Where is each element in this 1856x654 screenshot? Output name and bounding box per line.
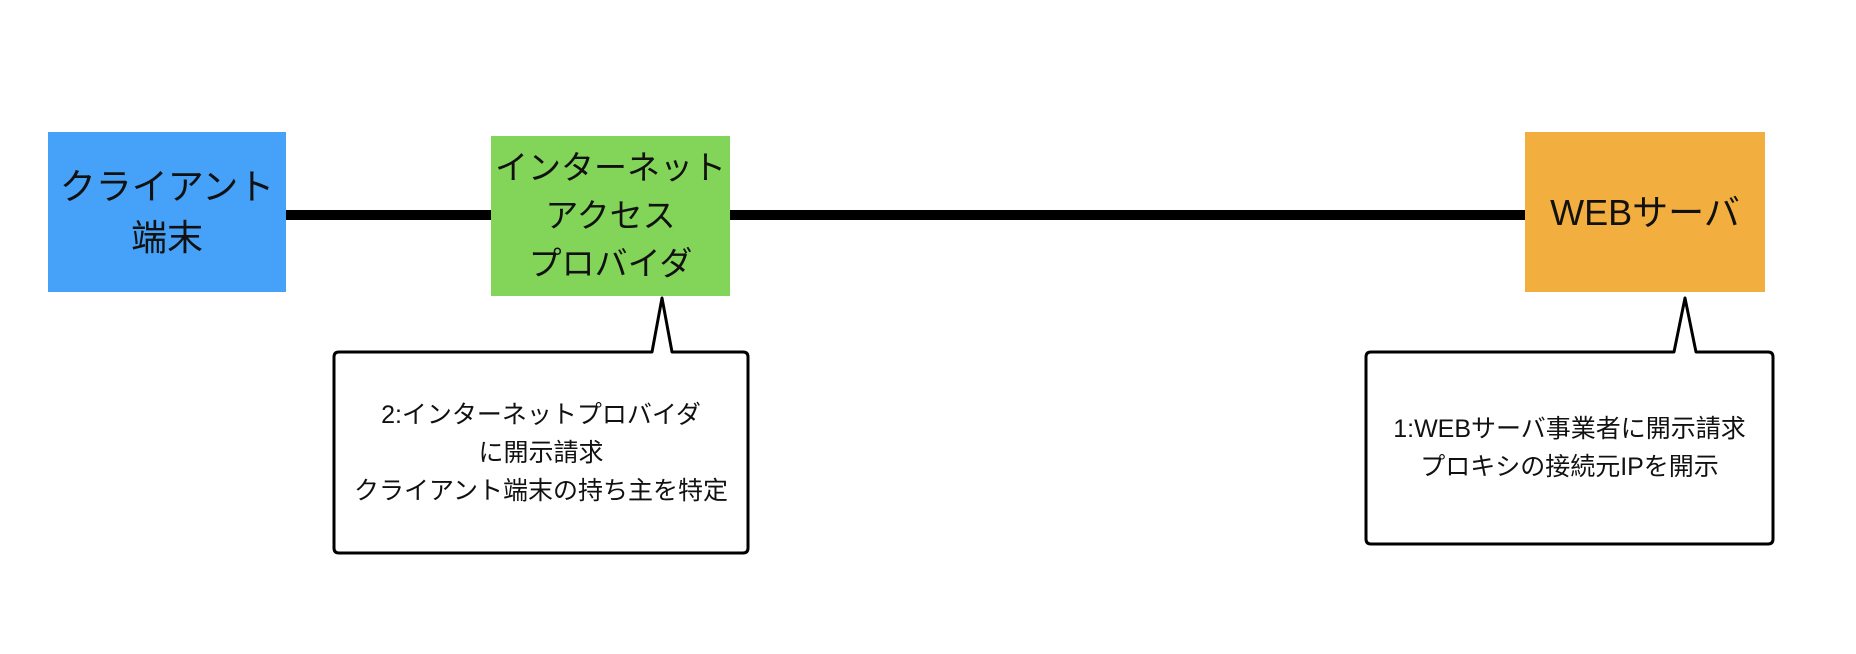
isp-label-line-1: インターネット xyxy=(495,149,726,186)
callout-isp-line-2: に開示請求 xyxy=(478,438,604,467)
callout-web-text: 1:WEBサーバ事業者に開示請求 プロキシの接続元IPを開示 xyxy=(1366,352,1773,544)
callout-isp-line-1: 2:インターネットプロバイダ xyxy=(381,400,701,429)
web-server-label: WEBサーバ xyxy=(1550,191,1740,233)
callout-web-bubble xyxy=(1364,296,1775,546)
callout-isp-text: 2:インターネットプロバイダ に開示請求 クライアント端末の持ち主を特定 xyxy=(334,352,748,553)
client-terminal-label-line-2: 端末 xyxy=(130,217,203,258)
web-server-node: WEBサーバ xyxy=(1525,132,1765,292)
client-terminal-node: クライアント 端末 xyxy=(48,132,286,292)
isp-label-line-3: プロバイダ xyxy=(528,245,693,282)
callout-isp-line-3: クライアント端末の持ち主を特定 xyxy=(353,476,728,505)
callout-isp-bubble xyxy=(332,296,750,555)
client-terminal-label-line-1: クライアント xyxy=(59,166,275,207)
callout-web-line-1: 1:WEBサーバ事業者に開示請求 xyxy=(1393,415,1746,443)
internet-access-provider-node: インターネット アクセス プロバイダ xyxy=(491,136,730,296)
callout-web-line-2: プロキシの接続元IPを開示 xyxy=(1420,453,1719,481)
isp-label-line-2: アクセス xyxy=(545,197,676,234)
